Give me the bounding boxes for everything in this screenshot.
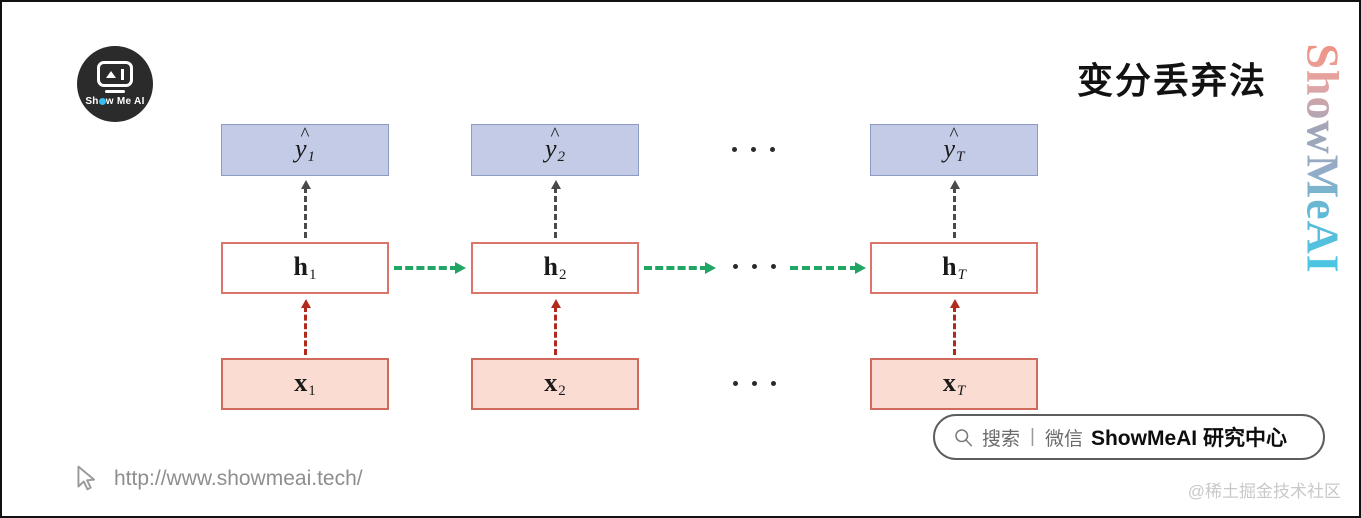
- corner-watermark: @稀土掘金技术社区: [1187, 482, 1341, 501]
- node-h-2-subscript: 2: [558, 267, 567, 283]
- bar-icon: [121, 68, 124, 80]
- logo-word-post: w Me AI: [105, 96, 145, 107]
- robot-mouth-icon: [105, 90, 125, 93]
- node-x-T: xT: [870, 358, 1038, 410]
- node-x-2: x2: [471, 358, 639, 410]
- arrow-h2-to-ellipsis: [644, 261, 716, 274]
- hat-accent-yT: ^: [949, 124, 959, 145]
- arrow-x2-to-h2: [550, 299, 561, 355]
- node-x-1: x1: [221, 358, 389, 410]
- ellipsis-hidden-row: [733, 264, 776, 269]
- node-h-1-subscript: 1: [308, 267, 317, 283]
- search-channel: 微信: [1044, 428, 1083, 450]
- search-divider: |: [1030, 426, 1035, 447]
- node-x-1-subscript: 1: [308, 383, 316, 399]
- arrow-x1-to-h1: [300, 299, 311, 355]
- arrow-h1-to-yhat1: [300, 180, 311, 238]
- ellipsis-output-row: [732, 147, 775, 152]
- hat-accent-y2: ^: [550, 124, 560, 145]
- arrow-xT-to-hT: [949, 299, 960, 355]
- showmeai-logo: Sh w Me AI: [77, 46, 153, 122]
- node-x-2-subscript: 2: [558, 383, 566, 399]
- arrow-h1-to-h2: [394, 261, 466, 274]
- footer-url-text[interactable]: http://www.showmeai.tech/: [114, 467, 363, 490]
- search-icon: [953, 427, 974, 448]
- node-h-2: h2: [471, 242, 639, 294]
- logo-dot-icon: [98, 98, 106, 105]
- node-h-T: hT: [870, 242, 1038, 294]
- cursor-pointer-icon: [74, 464, 100, 494]
- page-title: 变分丢弃法: [1076, 60, 1267, 101]
- node-yhat-2-subscript: 2: [557, 149, 566, 165]
- caret-up-icon: [106, 70, 116, 78]
- logo-word-pre: Sh: [85, 96, 99, 107]
- node-yhat-2: ^y2: [471, 124, 639, 176]
- arrow-h2-to-yhat2: [550, 180, 561, 238]
- node-h-T-subscript: T: [957, 267, 966, 283]
- node-yhat-1: ^y1: [221, 124, 389, 176]
- node-yhat-1-subscript: 1: [307, 149, 316, 165]
- ellipsis-input-row: [733, 381, 776, 386]
- node-h-1: h1: [221, 242, 389, 294]
- search-account: ShowMeAI 研究中心: [1090, 427, 1287, 450]
- hat-accent-y1: ^: [300, 124, 310, 145]
- footer-url-group[interactable]: http://www.showmeai.tech/: [74, 464, 363, 494]
- node-x-T-subscript: T: [956, 383, 966, 399]
- arrow-hT-to-yhatT: [949, 180, 960, 238]
- node-yhat-T: ^yT: [870, 124, 1038, 176]
- robot-face-icon: [97, 61, 133, 87]
- search-label: 搜索: [982, 428, 1021, 450]
- arrow-ellipsis-to-hT: [790, 261, 866, 274]
- logo-wordmark: Sh w Me AI: [85, 96, 144, 107]
- node-yhat-T-subscript: T: [956, 149, 965, 165]
- wechat-search-pill[interactable]: 搜索 | 微信 ShowMeAI 研究中心: [933, 414, 1325, 460]
